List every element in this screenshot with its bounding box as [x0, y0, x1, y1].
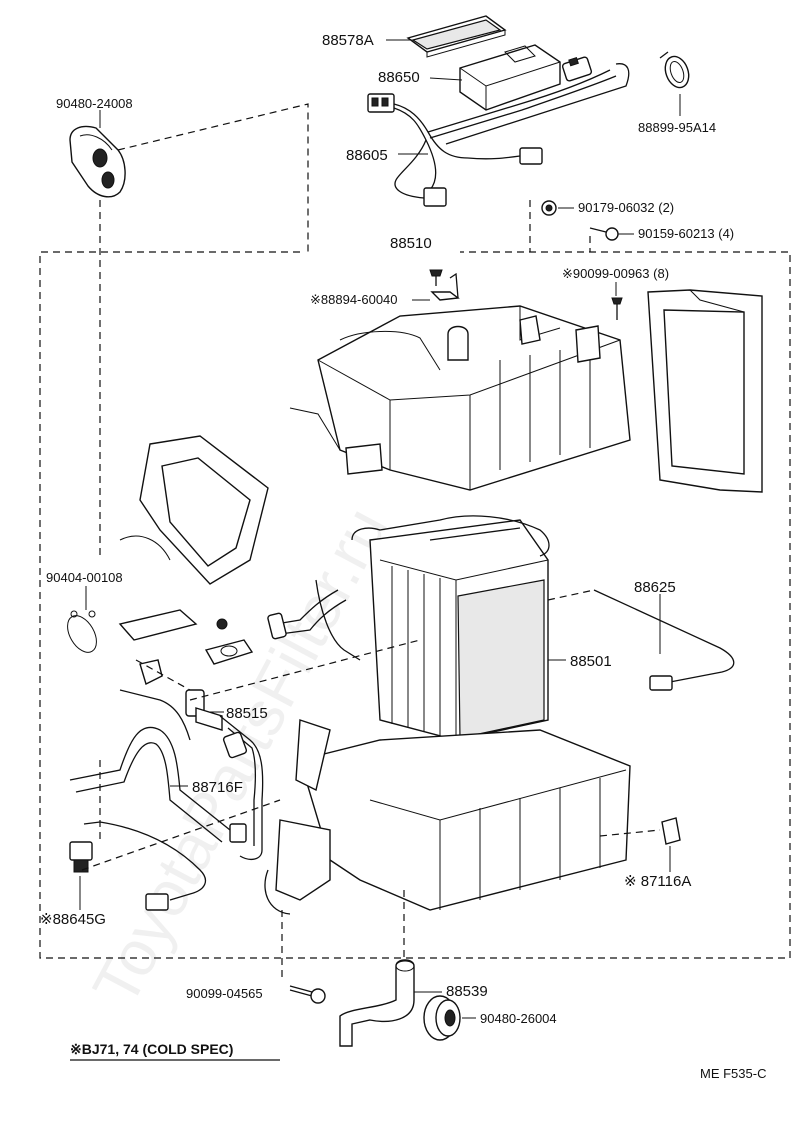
label-88539: 88539: [446, 983, 488, 1000]
upper-case-drawing: [289, 305, 631, 491]
label-88894-60040: ※88894-60040: [310, 292, 398, 307]
drain-hose-88539-drawing: [339, 959, 415, 1047]
label-88578A: 88578A: [322, 32, 374, 49]
label-leaders: [79, 39, 681, 1019]
amplifier-88650-drawing: [459, 44, 561, 111]
pipe-88716F-drawing: [69, 715, 264, 861]
label-88510: 88510: [390, 235, 432, 252]
screw-90099-00963-drawing: [611, 297, 623, 320]
thermistor-88645G-drawing: [69, 821, 207, 911]
label-87116A: ※ 87116A: [624, 873, 691, 890]
dashed-leaders-left: [81, 639, 421, 871]
label-90480-24008: 90480-24008: [56, 96, 133, 111]
label-88605: 88605: [346, 147, 388, 164]
evaporator-88501-drawing: [267, 515, 550, 741]
label-90099-04565: 90099-04565: [186, 986, 263, 1001]
dashed-leaders-top: [99, 103, 591, 560]
label-88625: 88625: [634, 579, 676, 596]
grommet-90480-26004-drawing: [423, 995, 461, 1041]
lower-case-drawing: [264, 719, 681, 915]
label-88650: 88650: [378, 69, 420, 86]
dashed-leaders-bottom: [281, 589, 661, 980]
screw-88894-drawing: [429, 269, 460, 301]
expansion-valve-88515-drawing: [119, 689, 223, 741]
label-88716F: 88716F: [192, 779, 243, 796]
label-88501: 88501: [570, 653, 612, 670]
label-90099-00963: ※90099-00963 (8): [562, 266, 669, 281]
label-88645G: ※88645G: [40, 911, 106, 928]
thermistor-88625-drawing: [593, 589, 735, 691]
label-88515: 88515: [226, 705, 268, 722]
label-88899-95A14: 88899-95A14: [638, 120, 716, 135]
label-90404-00108: 90404-00108: [46, 570, 123, 585]
cold-spec-note: ※BJ71, 74 (COLD SPEC): [70, 1041, 233, 1057]
clip-small-drawing: [139, 659, 163, 685]
nut-90179-drawing: [541, 200, 557, 216]
air-filter-88578A-drawing: [406, 15, 507, 58]
figure-code: ME F535-C: [700, 1066, 766, 1081]
grommet-90480-24008-drawing: [69, 125, 126, 198]
label-90179-06032: 90179-06032 (2): [578, 200, 674, 215]
left-frame-drawing: [119, 435, 269, 585]
clamp-88899-drawing: [659, 51, 690, 89]
bracket-drawing: [204, 618, 254, 665]
wire-harness-88605-drawing: [367, 56, 630, 207]
clip-90404-drawing: [67, 610, 97, 653]
bolt-90099-04565-drawing: [289, 985, 326, 1004]
right-frame-drawing: [647, 289, 763, 493]
label-90480-26004: 90480-26004: [480, 1011, 557, 1026]
cover-plate-drawing: [118, 609, 198, 641]
label-90159-60213: 90159-60213 (4): [638, 226, 734, 241]
assembly-boundary: [39, 251, 791, 959]
screw-90159-drawing: [589, 227, 619, 241]
